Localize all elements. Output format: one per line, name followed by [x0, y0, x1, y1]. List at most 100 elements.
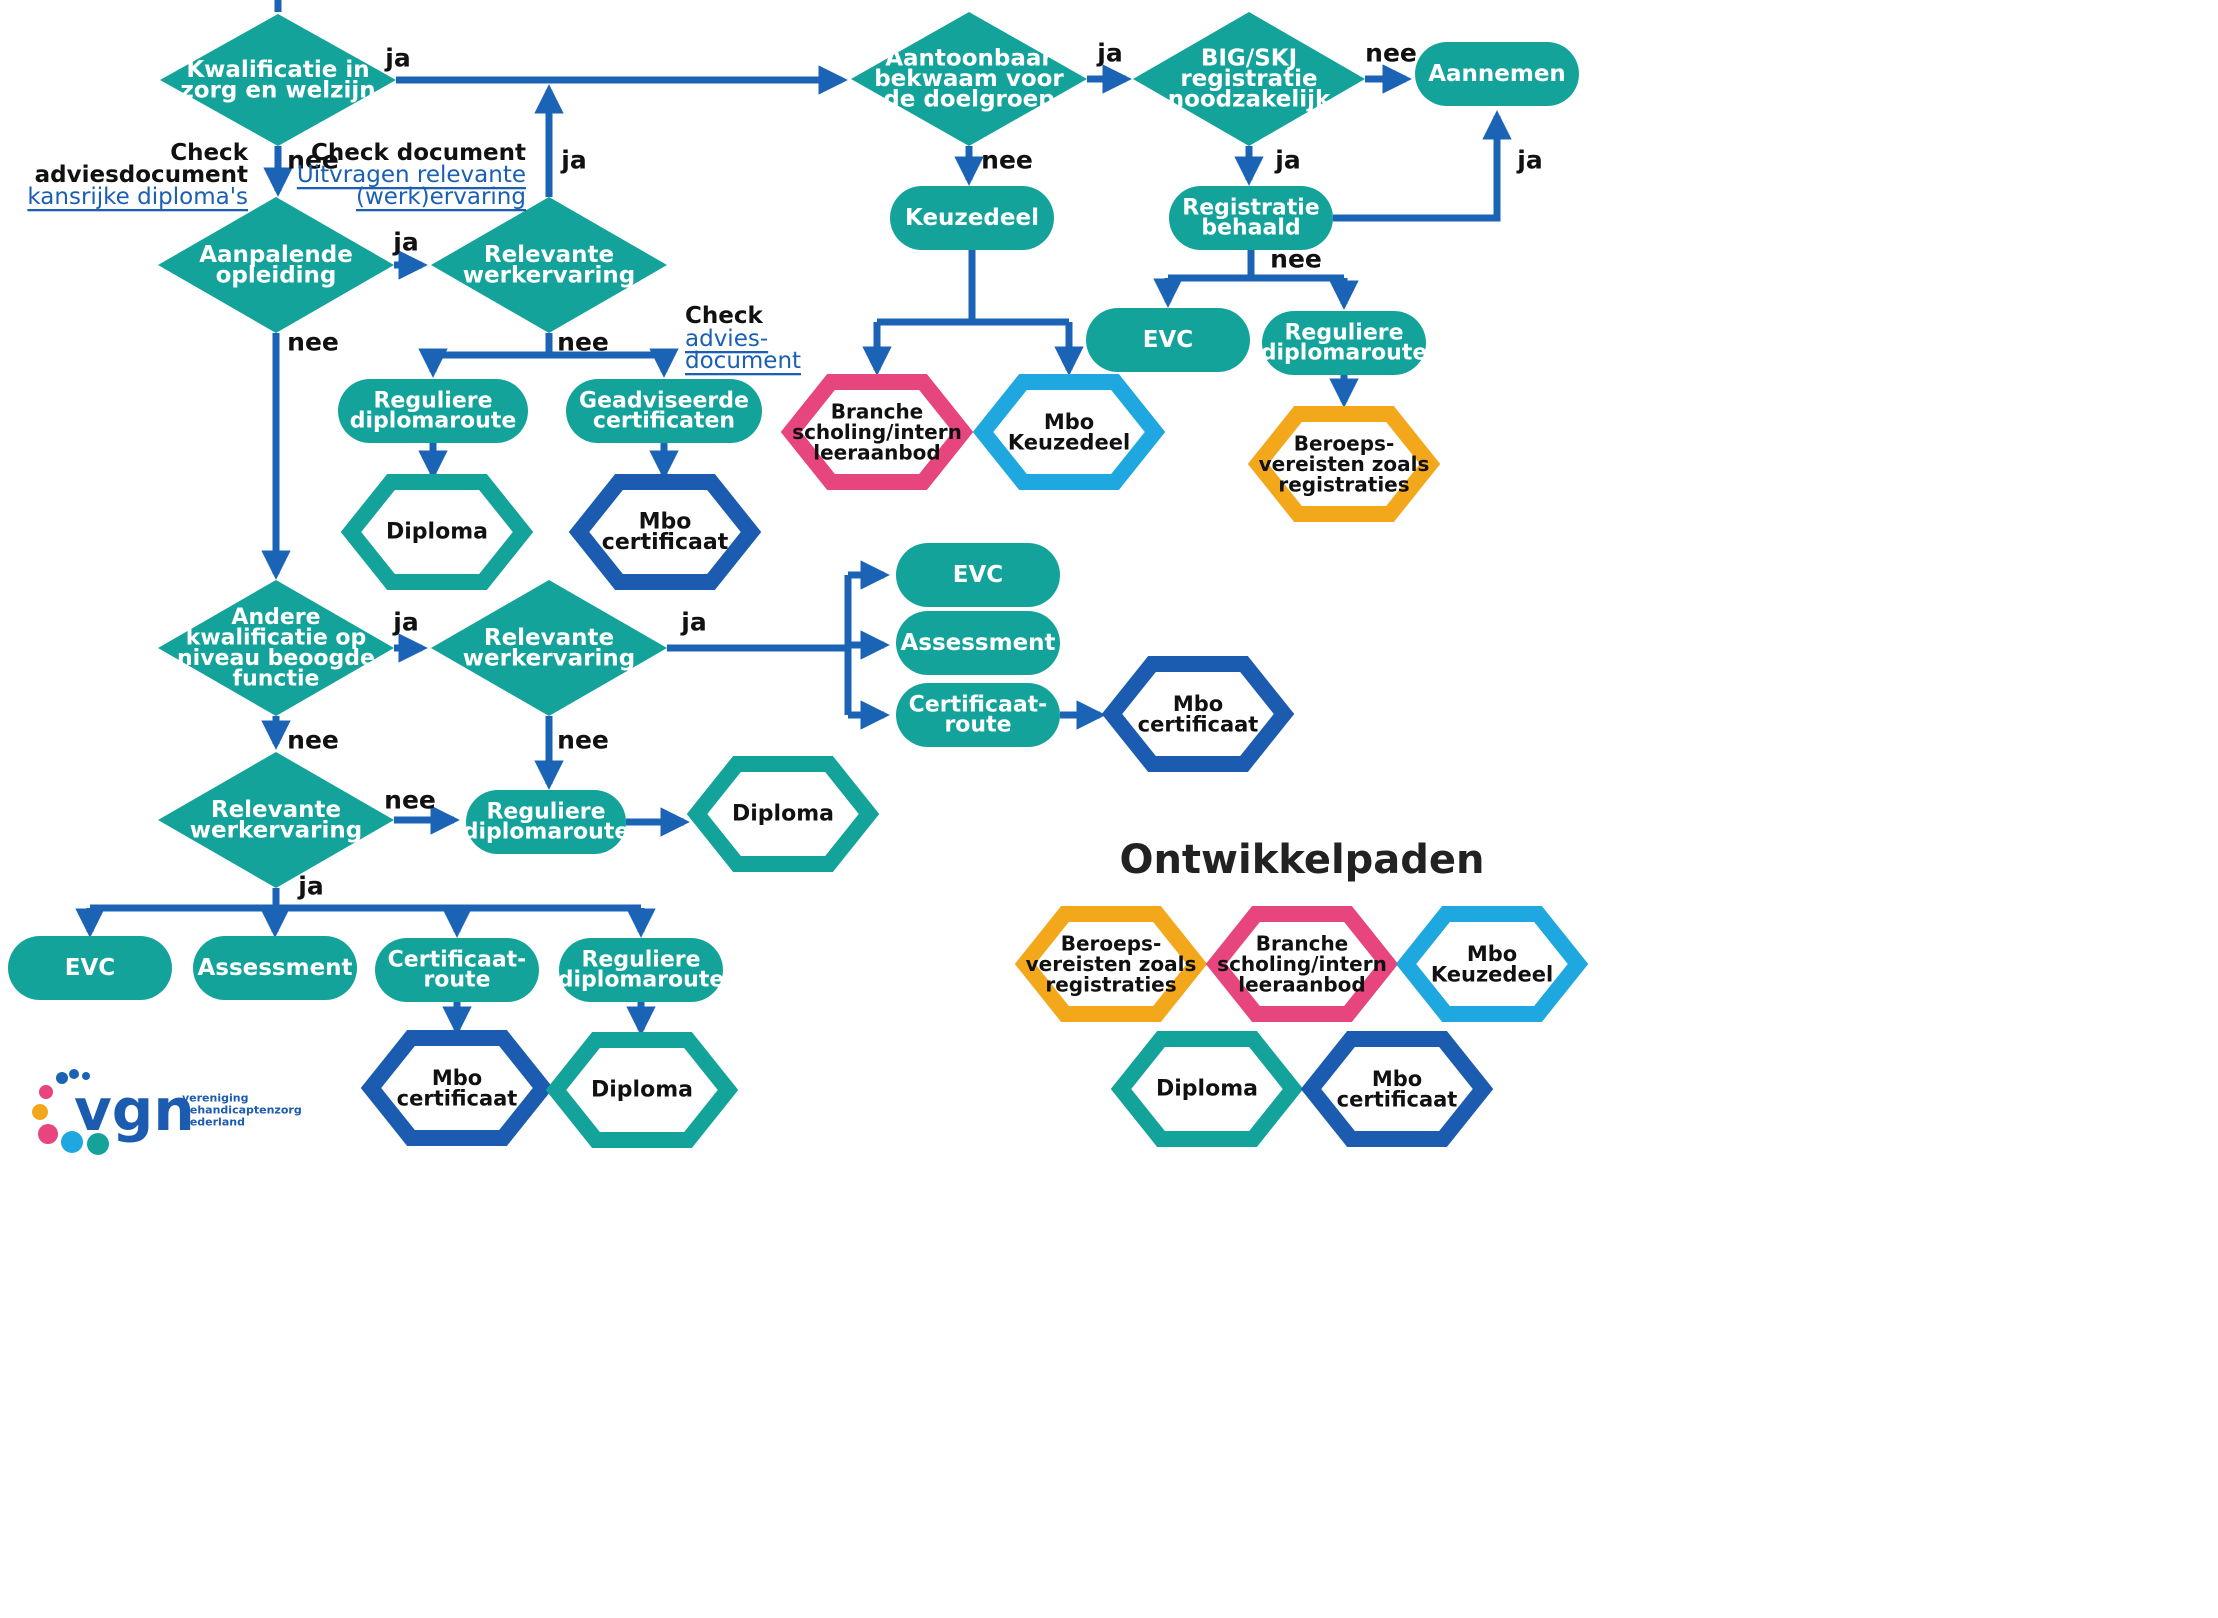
outcome-legend_mbocert-text: certificaat	[1337, 1087, 1458, 1111]
decision-andere-text: Andere	[231, 605, 320, 630]
outcome-legend_branche-text: leeraanbod	[1238, 973, 1365, 997]
outcome-mbocert_mid-text: certificaat	[602, 530, 729, 555]
decision-andere-text: functie	[233, 666, 320, 691]
outcome-diploma_low-text: Diploma	[732, 802, 834, 827]
edge-label-ja-relwerk2: ja	[680, 608, 706, 637]
outcome-beroeps_top-text: Beroeps-	[1294, 432, 1395, 456]
route-certroute_bottom-pill	[375, 938, 539, 1002]
logo-dot	[32, 1104, 48, 1120]
uitvragen-relevante-ervaring-link[interactable]: Uitvragen relevante	[297, 162, 526, 188]
logo-dot	[56, 1072, 68, 1084]
outcome-beroeps_top-hexagon	[1247, 406, 1441, 522]
edge-label-nee-big: nee	[1365, 39, 1417, 68]
outcome-legend_beroeps-text: registraties	[1045, 973, 1176, 997]
route-evc_right-text: EVC	[953, 562, 1003, 588]
edge-label-nee-andere: nee	[287, 726, 339, 755]
decision-aanpal-text: opleiding	[216, 262, 337, 288]
outcome-legend_beroeps-hexagon	[1014, 906, 1208, 1022]
edge-registratie-nee-split	[1168, 250, 1344, 282]
edge-label-nee-aantoon: nee	[981, 146, 1033, 175]
route-regdip_low-pill	[466, 790, 626, 854]
route-evc_right-pill	[896, 543, 1060, 607]
decision-kwal-diamond	[160, 14, 396, 146]
route-regdip_bottom-pill	[559, 938, 723, 1002]
decision-aanpal-text: Aanpalende	[199, 242, 353, 268]
route-certroute_right-pill	[896, 683, 1060, 747]
decision-relwerk2-text: werkervaring	[463, 645, 635, 671]
outcome-legend_mbokeuze-hexagon	[1395, 906, 1589, 1022]
outcome-branche_top-text: Branche	[831, 400, 924, 424]
outcome-mbocert_bottom-hexagon	[360, 1030, 554, 1146]
edge-label-ja-kwal: ja	[384, 44, 410, 73]
route-evc_top-pill	[1086, 308, 1250, 372]
edge-label-nee-relwerk1: nee	[557, 328, 609, 357]
edge-label-ja-aanpal: ja	[392, 228, 418, 257]
outcome-legend_branche-text: Branche	[1256, 932, 1349, 956]
route-certroute_bottom-text: Certificaat-	[388, 948, 527, 973]
decision-relwerk2-text: Relevante	[484, 625, 614, 651]
logo-dot	[38, 1124, 58, 1144]
advies-document-link[interactable]: document	[685, 348, 801, 374]
outcome-legend_mbocert-hexagon	[1300, 1031, 1494, 1147]
edge-relwerk1-nee-split	[433, 333, 664, 359]
check-adviesdocument-title: adviesdocument	[35, 162, 248, 188]
edge-label-nee-relwerk3: nee	[384, 786, 436, 815]
route-regdip_bottom-text: diplomaroute	[558, 968, 725, 993]
kansrijke-diplomas-link[interactable]: kansrijke diploma's	[27, 184, 248, 210]
edge-label-ja-registratie: ja	[1516, 146, 1542, 175]
route-regdip_top-text: diplomaroute	[1261, 341, 1428, 366]
route-keuzedeel-pill	[890, 186, 1054, 250]
route-certroute_bottom-text: route	[423, 968, 490, 993]
edge-keuzedeel-split	[877, 250, 1069, 326]
edge-label-ja-big: ja	[1274, 146, 1300, 175]
decision-relwerk1-text: werkervaring	[463, 262, 635, 288]
route-regdip_top-pill	[1262, 311, 1426, 375]
edge-registratie-ja-aannemen	[1333, 110, 1512, 222]
uitvragen-relevante-ervaring-link[interactable]: (werk)ervaring	[356, 184, 526, 210]
outcome-mbokeuze_top-text: Mbo	[1044, 410, 1094, 434]
decision-aanpal-diamond	[158, 197, 394, 333]
decision-big-text: noodzakelijk	[1168, 87, 1331, 113]
decision-kwal-text: zorg en welzijn	[180, 77, 375, 103]
route-assess_bottom-text: Assessment	[197, 955, 352, 981]
logo-tagline: vereniging	[182, 1092, 248, 1105]
decision-big-text: registratie	[1180, 66, 1317, 92]
outcome-legend_beroeps-text: vereisten zoals	[1026, 952, 1197, 976]
check-adviesdocument-title: Check	[170, 140, 248, 166]
route-regdip_low-text: diplomaroute	[463, 820, 630, 845]
decision-andere-text: kwalificatie op	[186, 625, 367, 650]
outcome-legend_diploma-hexagon	[1110, 1031, 1304, 1147]
route-regdip_mid-text: Reguliere	[373, 389, 492, 414]
logo-wordmark: vgn	[74, 1076, 195, 1144]
outcome-legend_diploma-text: Diploma	[1156, 1077, 1258, 1102]
route-assess_right-text: Assessment	[900, 630, 1055, 656]
logo-dot	[69, 1069, 79, 1079]
decision-aantoon-text: de doelgroep	[883, 87, 1055, 113]
decision-andere-diamond	[158, 580, 394, 716]
decision-relwerk2-diamond	[431, 580, 667, 716]
logo-dot	[61, 1131, 83, 1153]
route-regdip_low-text: Reguliere	[486, 800, 605, 825]
outcome-legend_branche-hexagon	[1205, 906, 1399, 1022]
route-regdip_top-text: Reguliere	[1284, 321, 1403, 346]
decision-relwerk1-text: Relevante	[484, 242, 614, 268]
decision-aantoon-text: bekwaam voor	[874, 66, 1064, 92]
check-advies-title: Check	[685, 303, 763, 329]
outcome-legend_mbokeuze-text: Mbo	[1467, 942, 1517, 966]
edge-label-ja-relwerk3: ja	[297, 872, 323, 901]
outcome-legend_mbokeuze-text: Keuzedeel	[1431, 962, 1553, 986]
outcome-diploma_bottom-hexagon	[545, 1032, 739, 1148]
advies-document-link[interactable]: advies-	[685, 326, 768, 352]
flowchart-shapes	[8, 12, 1589, 1148]
outcome-mbocert_bottom-text: certificaat	[397, 1086, 518, 1110]
check-document-title: Check document	[311, 140, 526, 166]
logo-tagline: gehandicaptenzorg	[182, 1104, 302, 1117]
route-registratie-pill	[1169, 186, 1333, 250]
edge-label-nee-aanpal: nee	[287, 328, 339, 357]
decision-andere-text: niveau beoogde	[177, 646, 375, 671]
outcome-mbocert_bottom-text: Mbo	[432, 1066, 482, 1090]
outcome-diploma_low-hexagon	[686, 756, 880, 872]
route-certroute_right-text: Certificaat-	[909, 693, 1048, 718]
outcome-mbocert_right-text: certificaat	[1138, 712, 1259, 736]
